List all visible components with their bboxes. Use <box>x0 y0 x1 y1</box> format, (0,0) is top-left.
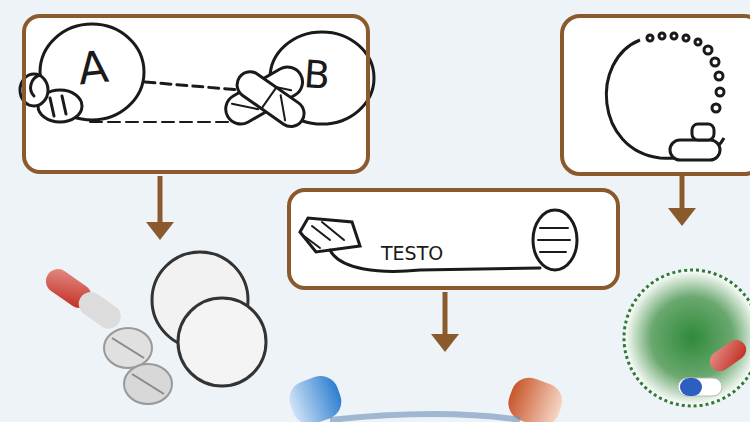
sketch-label: TESTO <box>381 244 443 263</box>
sketch-label: B <box>303 55 332 95</box>
sketch-box: TESTO <box>287 188 620 290</box>
sketch-box: AB <box>22 14 370 174</box>
sketch-label: A <box>76 45 111 92</box>
